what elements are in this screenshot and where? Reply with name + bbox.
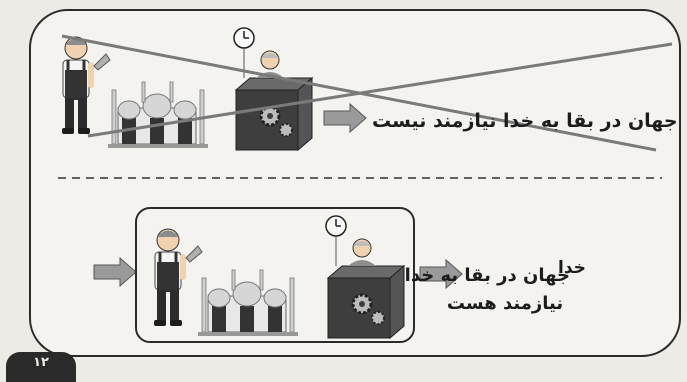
bottom-statement-line1: جهان در بقا به خدا	[404, 265, 570, 286]
bottom-statement: جهان در بقا به خدا نیازمند هست	[404, 262, 570, 318]
bottom-statement-line2: نیازمند هست	[446, 293, 564, 314]
source-label: خدا	[558, 258, 586, 278]
page-number-badge: ۱۲	[6, 352, 76, 382]
bottom-scene	[93, 207, 463, 343]
outer-panel	[29, 9, 681, 357]
inner-panel	[135, 207, 415, 343]
cross-line-2	[87, 42, 673, 138]
top-statement: جهان در بقا به خدا نیازمند نیست	[372, 110, 678, 132]
